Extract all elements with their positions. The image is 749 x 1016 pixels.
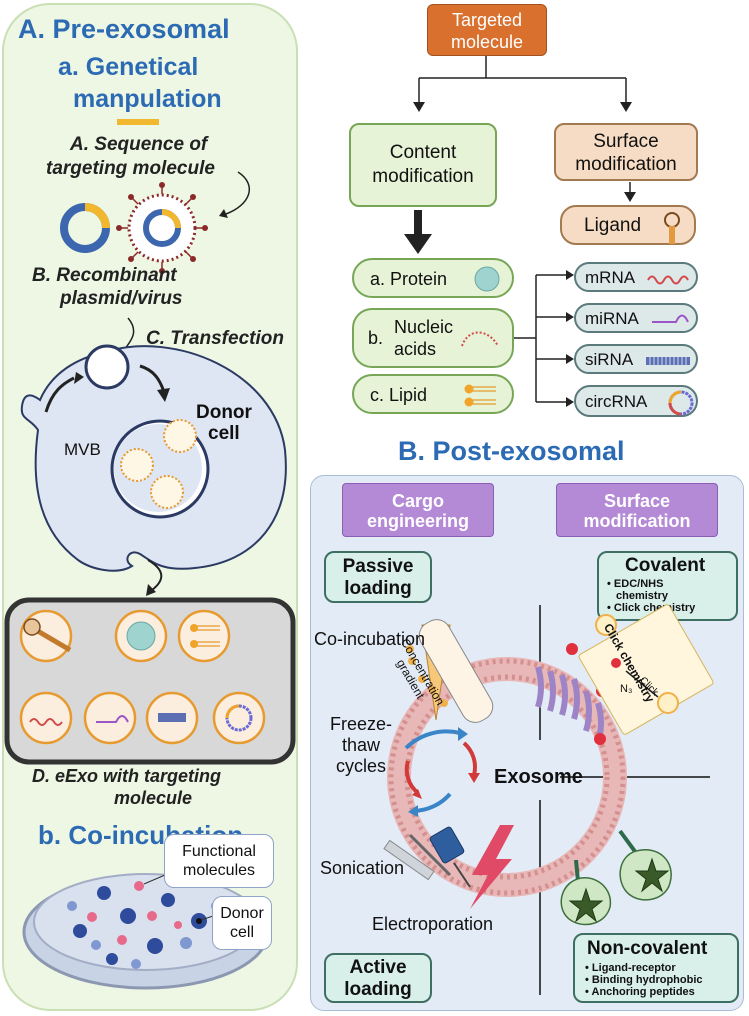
sirna-icon [646, 357, 690, 365]
targeted-molecule-box: Targeted molecule [427, 4, 547, 56]
covalent-label: Covalent [625, 555, 706, 576]
pre-exosomal-title: A. Pre-exosomal [18, 14, 230, 44]
passive-line2: loading [344, 578, 412, 599]
genetical-title-line1: a. Genetical [58, 53, 199, 81]
surface-line2: modification [575, 154, 677, 175]
flow-arrows [404, 56, 636, 407]
covalent-item-2: Click chemistry [613, 602, 696, 614]
mrna-icon [647, 275, 689, 285]
functional-molecules-label: Functional molecules [164, 834, 274, 888]
surface-header-line2: modification [583, 511, 691, 531]
nucleic-line2: acids [394, 339, 437, 359]
nucleic-line1: Nucleic [394, 317, 454, 337]
sonication-label: Sonication [320, 858, 405, 878]
step-d-line2: molecule [114, 788, 193, 808]
cargo-line2: engineering [366, 511, 469, 531]
freeze-line2: thaw [341, 735, 381, 755]
post-exosomal-title: B. Post-exosomal [398, 436, 625, 466]
targeted-line2: molecule [450, 32, 524, 52]
protein-icon [474, 266, 500, 292]
mrna-pill: mRNA [574, 262, 698, 292]
step-b-line1: B. Recombinant [32, 265, 177, 286]
nucleic-b-label: b. [368, 328, 384, 348]
content-line2: modification [372, 166, 474, 187]
genetical-title-line2: manpulation [73, 85, 222, 113]
ligand-icon [664, 212, 680, 244]
ligand-box: Ligand [560, 205, 696, 245]
freeze-line1: Freeze- [330, 714, 393, 734]
content-modification-box: Content modification [349, 123, 497, 207]
covalent-item-1b: chemistry [616, 590, 668, 602]
protein-label: a. Protein [370, 269, 448, 289]
step-d-line1: D. eExo with targeting [32, 766, 222, 786]
circrna-icon [668, 390, 694, 416]
nucleic-acids-pill: b. Nucleic acids [352, 308, 514, 368]
freeze-line3: cycles [336, 756, 387, 776]
covalent-list: • EDC/NHS chemistry • Click chemistry [607, 578, 696, 614]
cargo-line1: Cargo [391, 491, 444, 511]
active-line2: loading [344, 979, 412, 1000]
step-a-line1: A. Sequence of [70, 134, 208, 155]
surface-line1: Surface [593, 131, 659, 152]
lipid-icon [464, 384, 496, 407]
noncovalent-box: Non-covalent • Ligand-receptor • Binding… [573, 933, 739, 1003]
noncovalent-item-3: Anchoring peptides [591, 986, 695, 998]
passive-line1: Passive [342, 556, 414, 577]
noncovalent-item-1: Ligand-receptor [591, 962, 676, 974]
functional-line2: molecules [182, 862, 256, 879]
donor-line2: cell [208, 423, 240, 444]
mvb-label: MVB [64, 440, 101, 459]
nucleic-acid-icon [461, 331, 499, 347]
step-b-line2: plasmid/virus [60, 288, 183, 309]
lipid-pill: c. Lipid [352, 374, 514, 414]
circrna-label: circRNA [585, 392, 648, 411]
circrna-pill: circRNA [574, 385, 698, 417]
mrna-label: mRNA [585, 268, 636, 287]
donor-cell-label: Donor cell [196, 402, 252, 444]
exosome-label: Exosome [494, 766, 583, 788]
mirna-label: miRNA [585, 309, 639, 328]
dish-donor-cell-label: Donor cell [212, 896, 272, 950]
sirna-pill: siRNA [574, 344, 698, 374]
targeted-line1: Targeted [451, 10, 523, 30]
surface-header-line1: Surface [603, 491, 671, 511]
step-c-label: C. Transfection [146, 328, 284, 349]
step-a-line2: targeting molecule [46, 158, 215, 179]
azide-label: N₃ [620, 683, 633, 695]
protein-pill: a. Protein [352, 258, 514, 298]
active-loading-box: Active loading [324, 953, 432, 1003]
coincubation-label: Co-incubation [314, 629, 426, 649]
noncovalent-list: • Ligand-receptor • Binding hydrophobic … [585, 962, 703, 998]
dish-donor-line1: Donor [220, 905, 264, 922]
sirna-label: siRNA [585, 350, 634, 369]
noncovalent-item-2: Binding hydrophobic [591, 974, 703, 986]
dish-donor-line2: cell [229, 924, 254, 941]
lipid-label: c. Lipid [370, 385, 428, 405]
noncovalent-label: Non-covalent [587, 938, 708, 959]
surface-modification-header: Surface modification [556, 483, 718, 537]
exosome-graphics [383, 604, 714, 995]
content-line1: Content [389, 142, 457, 163]
cargo-engineering-header: Cargo engineering [342, 483, 494, 537]
nucleic-label: Nucleic acids [394, 316, 453, 360]
surface-modification-box: Surface modification [554, 123, 698, 181]
passive-loading-box: Passive loading [324, 551, 432, 603]
mirna-icon [652, 314, 689, 323]
freeze-thaw-label: Freeze- thaw cycles [330, 714, 392, 777]
ligand-label: Ligand [584, 215, 642, 236]
mirna-pill: miRNA [574, 303, 698, 333]
orange-underline [117, 119, 159, 125]
covalent-item-1: EDC/NHS [613, 578, 664, 590]
functional-line1: Functional [182, 843, 256, 860]
donor-line1: Donor [196, 402, 252, 423]
electroporation-label: Electroporation [372, 914, 494, 934]
active-line1: Active [349, 957, 407, 978]
